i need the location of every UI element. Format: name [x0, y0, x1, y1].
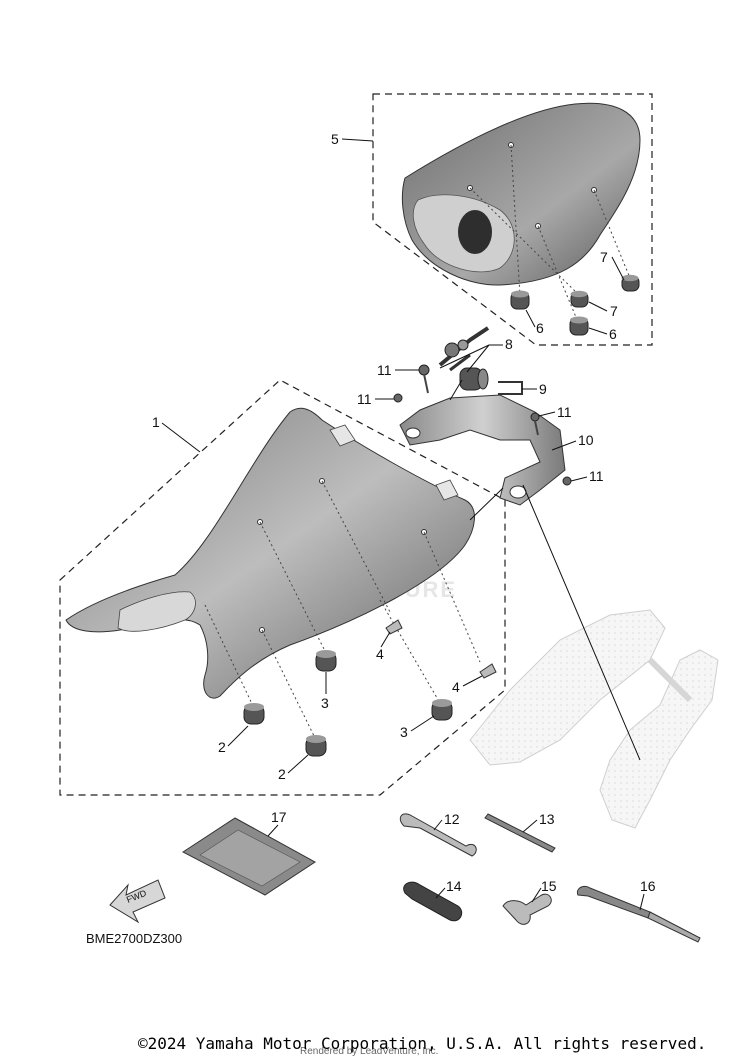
callout-11a: 11	[377, 362, 419, 378]
svg-text:3: 3	[400, 724, 408, 740]
bolt-11b	[393, 393, 403, 403]
callout-11d: 11	[570, 468, 604, 484]
svg-text:10: 10	[578, 432, 594, 448]
bolt-11a	[418, 364, 430, 394]
main-seat-group-boundary	[59, 379, 506, 796]
damper-7a	[570, 290, 589, 308]
callout-5: 5	[331, 131, 374, 147]
svg-text:6: 6	[609, 326, 617, 342]
callout-9: 9	[522, 381, 547, 397]
svg-text:6: 6	[536, 320, 544, 336]
bracket-to-frame-line	[522, 484, 641, 761]
damper-2b	[305, 735, 327, 757]
rear-frame-ghost	[469, 609, 719, 829]
callout-8: 8	[439, 336, 513, 373]
callout-12: 12	[433, 811, 460, 831]
pillion-seat	[401, 102, 641, 286]
tool-16	[576, 885, 701, 943]
svg-text:4: 4	[452, 679, 460, 695]
svg-text:17: 17	[271, 809, 287, 825]
callout-16: 16	[639, 878, 656, 911]
callout-6b: 6	[588, 326, 617, 342]
svg-text:11: 11	[589, 468, 604, 484]
pillion-dot-lines	[469, 144, 631, 323]
callout-4a: 4	[376, 631, 391, 662]
screwdriver-bar-13	[484, 813, 556, 853]
bolt-11c	[530, 412, 540, 436]
svg-text:2: 2	[278, 766, 286, 782]
svg-text:1: 1	[152, 414, 160, 430]
svg-text:12: 12	[444, 811, 460, 827]
damper-3a	[315, 650, 337, 672]
svg-text:14: 14	[446, 878, 462, 894]
main-seat	[65, 407, 475, 699]
clip-4b	[479, 663, 497, 679]
main-seat-dot-lines	[204, 480, 481, 741]
callout-4b: 4	[452, 675, 483, 695]
bracket-to-seat-line	[469, 487, 504, 521]
svg-text:11: 11	[557, 404, 572, 420]
callout-11c: 11	[538, 404, 572, 420]
callout-1: 1	[152, 414, 201, 453]
svg-text:11: 11	[377, 362, 392, 378]
hook-wrench-15	[502, 893, 552, 925]
rendered-by-text: Rendered by LeadVenture, Inc.	[300, 1046, 438, 1057]
svg-text:7: 7	[610, 303, 618, 319]
damper-2a	[243, 703, 265, 725]
lock-clip-9	[498, 381, 523, 395]
handle-14	[403, 881, 463, 922]
damper-7b	[621, 274, 640, 292]
svg-text:3: 3	[321, 695, 329, 711]
callout-2b: 2	[278, 754, 309, 782]
svg-text:9: 9	[539, 381, 547, 397]
svg-text:4: 4	[376, 646, 384, 662]
bolt-11d	[562, 476, 572, 486]
svg-text:16: 16	[640, 878, 656, 894]
callout-17: 17	[267, 809, 287, 837]
callout-3a: 3	[321, 672, 329, 711]
svg-text:11: 11	[357, 391, 372, 407]
svg-text:13: 13	[539, 811, 555, 827]
callout-13: 13	[522, 811, 555, 833]
copyright-text: ©2024 Yamaha Motor Corporation, U.S.A. A…	[138, 1034, 706, 1053]
callout-7a: 7	[588, 301, 618, 319]
svg-text:8: 8	[505, 336, 513, 352]
fwd-arrow-icon: FWD	[109, 879, 166, 924]
svg-text:7: 7	[600, 249, 608, 265]
callout-14: 14	[435, 878, 462, 899]
seat-bracket-10	[399, 379, 566, 506]
key-set	[438, 326, 490, 372]
damper-3b	[431, 699, 453, 721]
damper-6a	[510, 290, 530, 310]
wrench-12	[399, 813, 477, 857]
callout-7b: 7	[600, 249, 625, 281]
clip-4a	[385, 619, 403, 635]
diagram-code: BME2700DZ300	[86, 931, 182, 946]
svg-text:15: 15	[541, 878, 557, 894]
callout-11b: 11	[357, 391, 394, 407]
svg-text:2: 2	[218, 739, 226, 755]
callout-15: 15	[531, 878, 557, 903]
pillion-seat-group-boundary	[372, 93, 653, 346]
callout-6a: 6	[525, 309, 544, 336]
damper-6b	[569, 316, 589, 336]
callout-2a: 2	[218, 725, 249, 755]
callout-3b: 3	[400, 715, 435, 740]
lock-cylinder	[459, 367, 489, 391]
callout-10: 10	[551, 432, 594, 451]
svg-text:5: 5	[331, 131, 339, 147]
owners-manual-17	[182, 817, 316, 896]
